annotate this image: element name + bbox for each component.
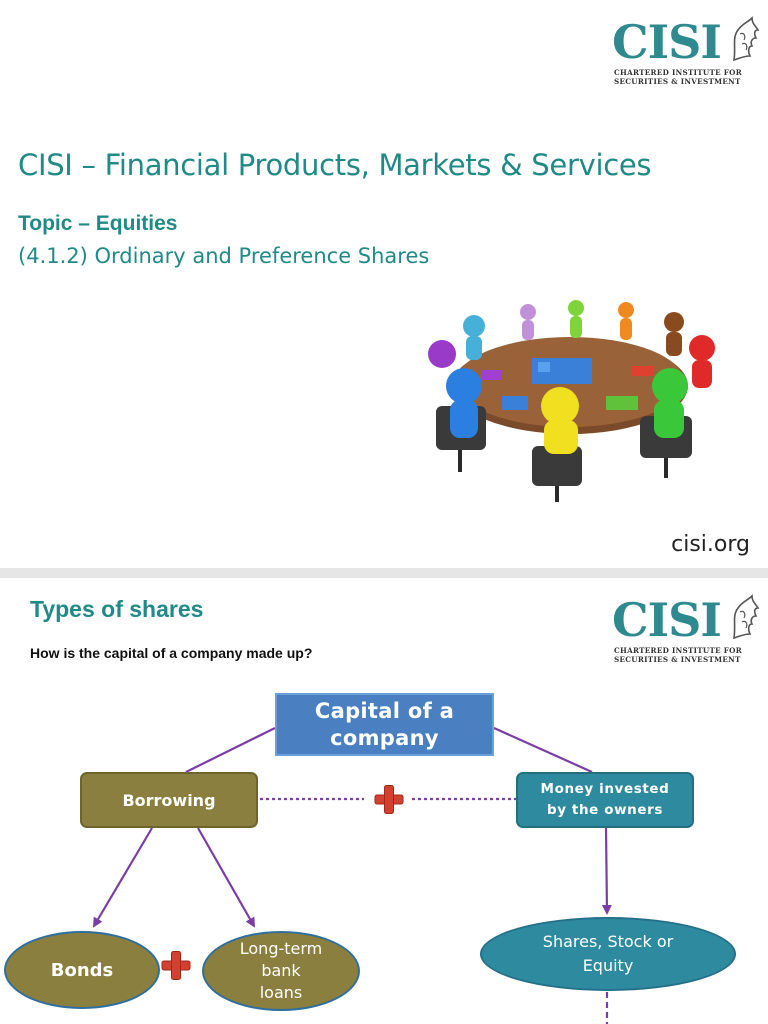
equity-line2: Equity	[582, 956, 634, 975]
capital-of-company-box: Capital of a company	[275, 693, 494, 756]
logo-wordmark: CISI	[612, 15, 722, 69]
money-invested-box: Money invested by the owners	[516, 772, 694, 828]
plus-icon	[161, 951, 191, 980]
loans-line1: Long-term	[239, 939, 323, 958]
loans-line2: bank	[261, 961, 301, 980]
arrow-borrowing-bonds	[92, 827, 153, 928]
slide-separator	[0, 568, 768, 578]
borrowing-box: Borrowing	[80, 772, 258, 828]
slide-title: CISI – Financial Products, Markets & Ser…	[18, 148, 652, 182]
bonds-node: Bonds	[4, 931, 160, 1009]
logo-wordmark: CISI	[612, 593, 722, 647]
capital-diagram-connectors	[92, 726, 612, 1024]
equity-line1: Shares, Stock or	[542, 932, 674, 951]
cisi-logo: CISI CHARTERED INSTITUTE FOR SECURITIES …	[612, 14, 762, 86]
topic-subheading: (4.1.2) Ordinary and Preference Shares	[18, 244, 430, 268]
griffin-crest-icon	[733, 594, 760, 640]
logo-subtitle: CHARTERED INSTITUTE FOR SECURITIES & INV…	[614, 646, 742, 664]
slide-title: Types of shares	[30, 596, 204, 622]
logo-subtitle-line1: CHARTERED INSTITUTE FOR	[614, 68, 742, 77]
cisi-logo: CISI CHARTERED INSTITUTE FOR SECURITIES …	[612, 592, 762, 664]
capital-line1: Capital of a	[314, 698, 455, 723]
griffin-crest-icon	[733, 16, 760, 62]
money-line1: Money invested	[540, 781, 670, 797]
money-line2: by the owners	[546, 802, 664, 818]
logo-subtitle-line2: SECURITIES & INVESTMENT	[614, 655, 741, 664]
title-slide: CISI CHARTERED INSTITUTE FOR SECURITIES …	[18, 14, 762, 557]
arrow-money-equity	[601, 827, 612, 915]
shares-stock-equity-node: Shares, Stock or Equity	[480, 917, 736, 991]
capital-line2: company	[330, 725, 439, 750]
logo-subtitle: CHARTERED INSTITUTE FOR SECURITIES & INV…	[614, 68, 742, 86]
website-link[interactable]: cisi.org	[671, 532, 750, 557]
topic-heading: Topic – Equities	[18, 212, 178, 235]
logo-subtitle-line2: SECURITIES & INVESTMENT	[614, 77, 741, 86]
slide-question: How is the capital of a company made up?	[30, 645, 313, 661]
loans-line3: loans	[259, 983, 303, 1002]
logo-subtitle-line1: CHARTERED INSTITUTE FOR	[614, 646, 742, 655]
connector-capital-money	[493, 726, 593, 774]
long-term-loans-node: Long-term bank loans	[202, 931, 360, 1011]
connector-capital-borrowing	[185, 727, 276, 773]
content-slide: CISI CHARTERED INSTITUTE FOR SECURITIES …	[0, 578, 768, 1024]
meeting-illustration	[428, 300, 715, 502]
plus-icon	[374, 785, 404, 814]
arrow-borrowing-loans	[197, 827, 255, 928]
